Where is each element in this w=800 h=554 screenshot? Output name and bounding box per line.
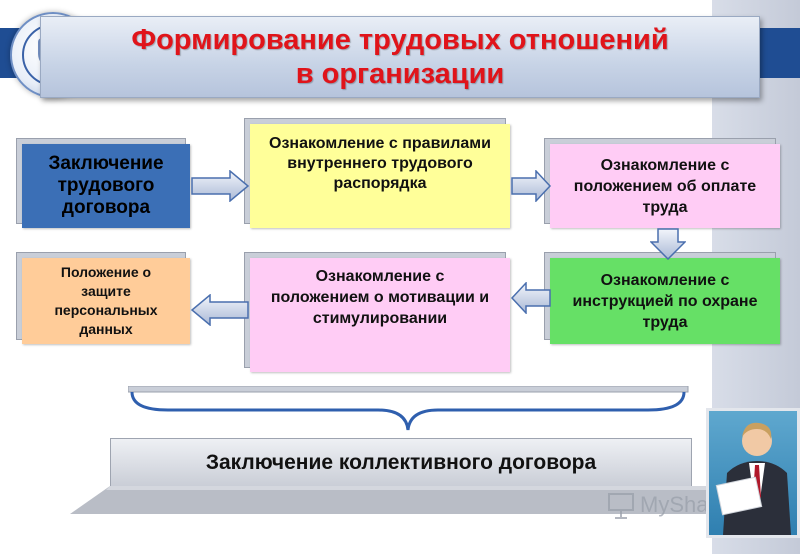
arrow-down-icon (650, 228, 686, 260)
arrow-right-icon (511, 170, 552, 202)
step-contract-line: трудового (57, 175, 155, 196)
step-rules: Ознакомление с правилами внутреннего тру… (244, 118, 510, 228)
step-rules-line: внутреннего трудового (287, 155, 473, 172)
collective-agreement-box: Заключение коллективного договора (110, 438, 692, 488)
brace-icon (128, 386, 689, 431)
arrow-left-icon (510, 282, 551, 314)
step-contract-line: договора (61, 197, 151, 218)
step-motivation-line: Ознакомление с (315, 268, 445, 285)
step-pay-line: труда (642, 198, 688, 216)
step-personal-data-line: защите (81, 283, 131, 299)
step-personal-data: Положение о защите персональных данных (16, 252, 190, 344)
step-safety-line: Ознакомление с (600, 271, 730, 289)
step-pay-line: положением об оплате (573, 177, 757, 195)
presentation-board-icon (608, 493, 634, 519)
step-contract-line: Заключение (48, 153, 164, 174)
step-pay: Ознакомление с положением об оплате труд… (544, 138, 780, 228)
step-personal-data-line: Положение о (60, 264, 152, 280)
step-motivation-line: положением о мотивации и (270, 289, 490, 306)
step-rules-line: Ознакомление с правилами (269, 135, 491, 152)
businessman-icon (715, 422, 791, 535)
businessman-photo (706, 408, 800, 538)
arrow-left-icon (190, 294, 249, 326)
step-pay-line: Ознакомление с (600, 156, 730, 174)
step-motivation-line: стимулировании (312, 310, 448, 327)
arrow-right-icon (191, 170, 250, 202)
platform-base (70, 486, 710, 514)
step-contract: Заключение трудового договора (16, 138, 190, 228)
page-title: Формирование трудовых отношений в органи… (131, 24, 669, 90)
step-safety-line: инструкцией по охране (572, 292, 758, 310)
step-personal-data-line: данных (79, 321, 133, 337)
step-safety-line: труда (642, 313, 688, 331)
step-safety: Ознакомление с инструкцией по охране тру… (544, 252, 780, 344)
step-personal-data-line: персональных (54, 302, 158, 318)
title-banner: Формирование трудовых отношений в органи… (40, 16, 760, 98)
collective-agreement-label: Заключение коллективного договора (205, 451, 597, 474)
step-rules-line: распорядка (333, 175, 427, 192)
step-motivation: Ознакомление с положением о мотивации и … (244, 252, 510, 372)
